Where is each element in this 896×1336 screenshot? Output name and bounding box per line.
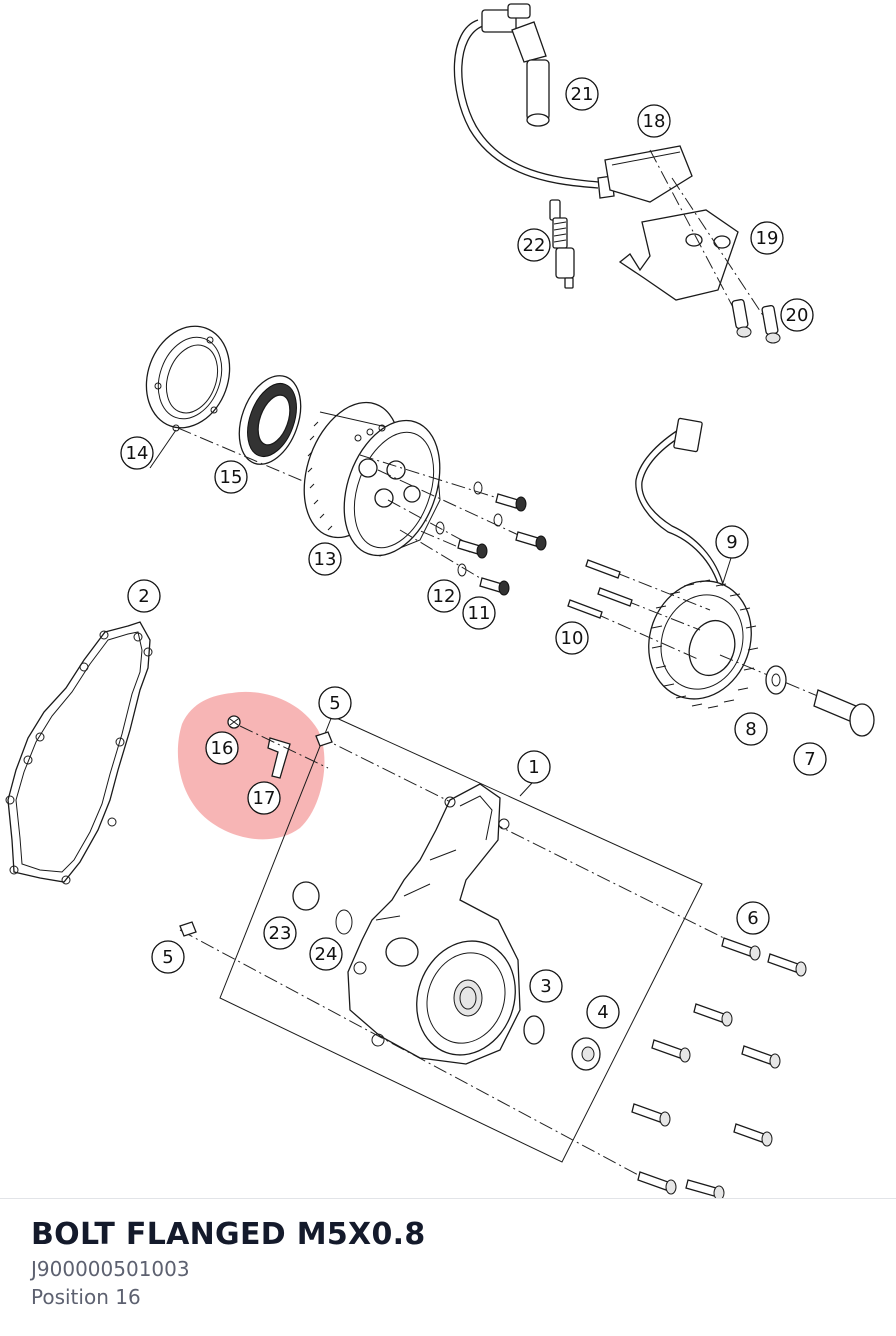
callout-7[interactable]: 7 [793,742,827,776]
svg-text:4: 4 [597,1002,608,1023]
svg-text:2: 2 [138,586,149,607]
callout-17[interactable]: 17 [247,781,281,815]
callout-1[interactable]: 1 [517,750,551,784]
svg-text:5: 5 [329,693,340,714]
cover-bolts [631,937,807,1198]
svg-text:10: 10 [561,628,584,649]
starter-clutch-part [238,375,302,465]
gasket-part [5,621,153,885]
bolt-flanged-part-16 [227,715,241,729]
callout-5-top[interactable]: 5 [318,686,352,720]
callout-8[interactable]: 8 [734,712,768,746]
callout-3[interactable]: 3 [529,969,563,1003]
svg-text:5: 5 [162,947,173,968]
callout-19[interactable]: 19 [750,221,784,255]
svg-text:16: 16 [211,738,234,759]
svg-text:9: 9 [726,532,737,553]
callout-6[interactable]: 6 [736,901,770,935]
svg-text:13: 13 [314,549,337,570]
callout-15[interactable]: 15 [214,460,248,494]
svg-text:3: 3 [540,976,551,997]
rotor-bolts [435,481,547,596]
part-name: BOLT FLANGED M5X0.8 [31,1217,426,1252]
svg-text:20: 20 [786,305,809,326]
callout-10[interactable]: 10 [555,621,589,655]
cover-plugs [292,881,601,1071]
callout-9[interactable]: 9 [715,525,749,559]
svg-text:17: 17 [253,788,276,809]
svg-text:18: 18 [643,111,666,132]
exploded-parts-diagram: 1 2 3 4 5 5 6 7 8 9 10 11 12 13 14 15 16… [5,3,875,1198]
stator-screws [567,559,633,619]
svg-text:19: 19 [756,228,779,249]
ignition-coil-assembly [453,3,781,344]
callout-leaders [149,429,732,797]
washer-and-bolt [765,665,875,737]
part-number: J900000501003 [31,1257,190,1281]
svg-text:24: 24 [315,944,338,965]
svg-text:11: 11 [468,603,491,624]
selection-highlight [177,691,325,840]
callout-14[interactable]: 14 [120,436,154,470]
callout-18[interactable]: 18 [637,104,671,138]
svg-text:21: 21 [571,84,594,105]
callout-11[interactable]: 11 [462,596,496,630]
svg-text:7: 7 [804,749,815,770]
svg-text:15: 15 [220,467,243,488]
callout-4[interactable]: 4 [586,995,620,1029]
callout-2[interactable]: 2 [127,579,161,613]
callout-20[interactable]: 20 [780,298,814,332]
svg-text:14: 14 [126,443,149,464]
svg-text:8: 8 [745,719,756,740]
cover-frame [219,715,703,1163]
dowel-pins [179,731,333,937]
callout-12[interactable]: 12 [427,579,461,613]
callout-22[interactable]: 22 [517,228,551,262]
rotor-cover-plate [145,325,231,432]
svg-text:12: 12 [433,586,456,607]
svg-text:6: 6 [747,908,758,929]
callout-23[interactable]: 23 [263,916,297,950]
callout-16[interactable]: 16 [205,731,239,765]
callout-5-bottom[interactable]: 5 [151,940,185,974]
callout-21[interactable]: 21 [565,77,599,111]
svg-text:1: 1 [528,757,539,778]
svg-text:22: 22 [523,235,546,256]
part-info-panel: BOLT FLANGED M5X0.8 J900000501003 Positi… [0,1198,896,1336]
bracket-part-17 [267,737,291,779]
callout-24[interactable]: 24 [309,937,343,971]
generator-cover-part [347,783,521,1065]
part-position: Position 16 [31,1285,141,1309]
flywheel-rotor-part [303,401,441,557]
stator-part [635,417,759,709]
svg-text:23: 23 [269,923,292,944]
callout-13[interactable]: 13 [308,542,342,576]
